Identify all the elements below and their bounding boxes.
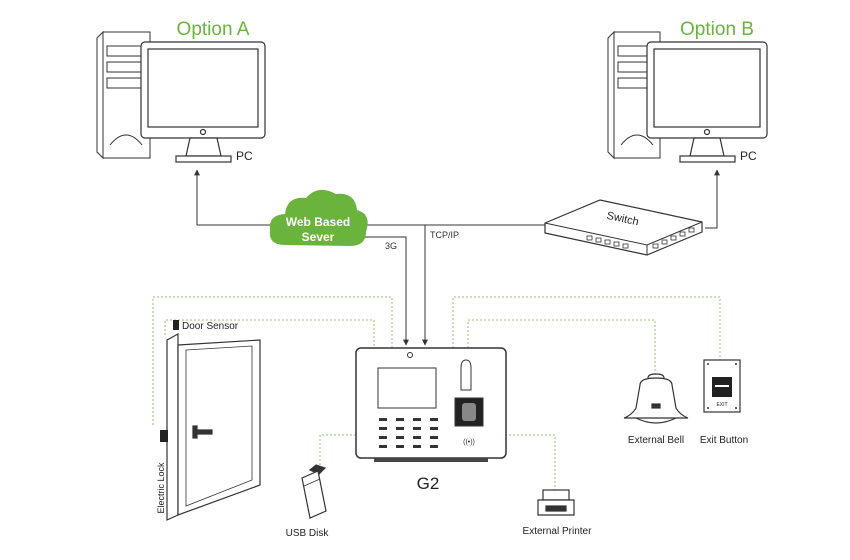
web-server-cloud: Web Based Sever: [269, 189, 368, 246]
monitor-icon: [646, 41, 768, 163]
link-3g-label: 3G: [385, 241, 397, 251]
external-bell: External Bell: [623, 373, 689, 446]
cloud-label-line1: Web Based: [286, 215, 350, 229]
external-printer-label: External Printer: [523, 526, 593, 537]
exit-button-face-text: EXIT: [716, 402, 727, 408]
door-sensor-label: Door Sensor: [182, 321, 239, 332]
door-sensor-icon: [173, 320, 179, 330]
link-3g: [345, 236, 409, 346]
pc-tower-icon: [96, 30, 151, 160]
pc-option-a: Option A PC: [96, 19, 266, 163]
cloud-icon: [269, 189, 368, 246]
door: [166, 332, 261, 521]
usb-disk-icon: [301, 464, 327, 519]
fingerprint-finger-icon: [460, 359, 472, 391]
external-printer: External Printer: [523, 489, 593, 537]
cloud-label-line2: Sever: [302, 230, 335, 244]
pc-option-b: Option B PC: [607, 19, 768, 163]
rfid-icon: ((•)): [463, 439, 475, 446]
door-frame-icon: [166, 332, 179, 521]
peripheral-wiring: [152, 296, 721, 492]
pc-a-label: PC: [236, 149, 253, 163]
usb-disk-label: USB Disk: [286, 528, 330, 539]
door-handle-icon: [195, 429, 213, 435]
link-pc-b: [705, 169, 720, 229]
link-tcpip-label: TCP/IP: [430, 230, 459, 240]
external-bell-label: External Bell: [628, 435, 684, 446]
pc-b-label: PC: [740, 149, 757, 163]
network-lines: [194, 169, 720, 346]
option-b-title: Option B: [680, 19, 754, 40]
usb-disk: USB Disk: [286, 464, 330, 539]
g2-device: ((•)) G2: [355, 347, 507, 493]
bell-icon: [623, 373, 689, 424]
door-icon: [177, 339, 261, 516]
exit-button-label: Exit Button: [700, 435, 748, 446]
printer-icon: [537, 489, 575, 516]
option-a-title: Option A: [177, 19, 250, 40]
device-label: G2: [417, 474, 440, 493]
network-switch: Switch: [544, 199, 703, 256]
exit-button-icon: [703, 359, 741, 413]
monitor-icon: [140, 41, 266, 163]
electric-lock-label: Electric Lock: [156, 462, 166, 514]
keypad-icon: [379, 418, 438, 448]
exit-button: EXIT Exit Button: [700, 359, 748, 446]
electric-lock-icon: [160, 430, 168, 442]
device-screen-icon: [377, 367, 437, 409]
